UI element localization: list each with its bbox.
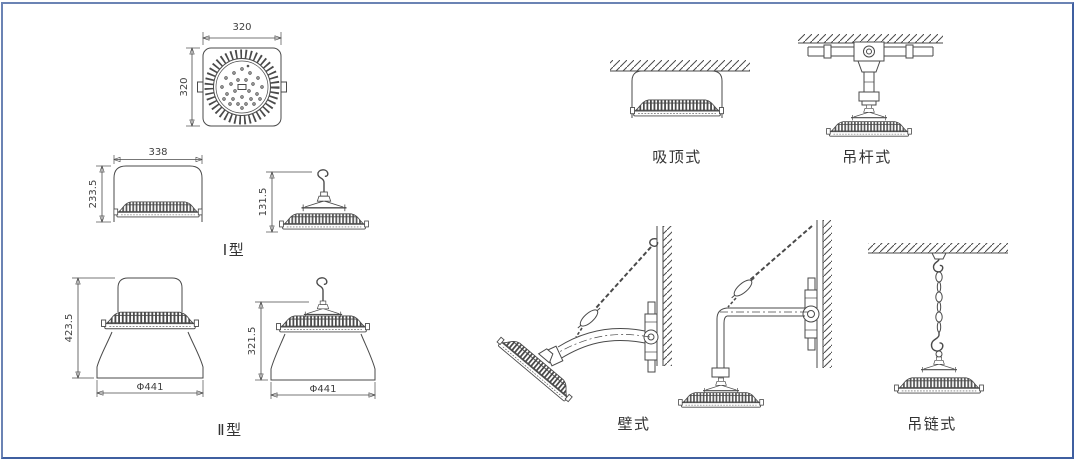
ceiling-hatch (610, 60, 750, 71)
ceiling-hatch (868, 243, 1008, 253)
lens-inner-circle (215, 60, 269, 114)
bottom-hook-icon (930, 332, 944, 352)
turnbuckle (731, 277, 755, 299)
wall-plate (643, 301, 659, 373)
radial-fins-ring (204, 49, 280, 125)
dim-text-233-5: 233.5 (88, 180, 99, 209)
lamp-heatsink (678, 392, 764, 408)
center-plate (237, 84, 247, 90)
wall-arm (551, 328, 651, 360)
dim-text-423-5: 423.5 (64, 314, 75, 343)
lamp-heatsink (276, 315, 370, 333)
type1-hook-drawing: 131.5 (258, 169, 369, 240)
lamp-heatsink (113, 201, 203, 218)
chain-link (575, 327, 583, 338)
rod-mount-drawing (798, 34, 943, 137)
wall-mount-right-drawing (678, 220, 832, 408)
hook-icon (317, 169, 329, 194)
dim-text-320w: 320 (232, 22, 251, 33)
dim-text-338: 338 (148, 147, 167, 158)
support-chain (595, 246, 652, 309)
wall (816, 220, 832, 368)
pendant-rod (858, 72, 880, 106)
dim-text-phi441b: Φ441 (310, 384, 337, 395)
lamp-heatsink (279, 213, 369, 230)
type1-label: Ⅰ型 (222, 242, 246, 259)
hanging-chain (935, 271, 943, 333)
side-tab-left (197, 81, 204, 93)
ceiling-mount-label: 吸顶式 (652, 149, 702, 166)
lamp-heatsink (100, 311, 200, 330)
dim-phi441: Φ441 (97, 380, 203, 397)
dim-text-131-5: 131.5 (258, 188, 269, 217)
ceiling-anchor (931, 252, 947, 260)
wall-plate (802, 277, 820, 351)
wall-arm (716, 307, 810, 368)
led-dots (220, 64, 264, 110)
bell-reflector (96, 331, 204, 379)
dim-423-5: 423.5 (64, 278, 115, 378)
dim-text-321-5: 321.5 (247, 327, 258, 356)
dim-321-5: 321.5 (247, 302, 309, 380)
chain-mount-drawing (868, 243, 1008, 394)
lamp-heatsink (630, 99, 724, 117)
wall-mount-label: 壁式 (617, 416, 651, 433)
lamp-heatsink (826, 121, 912, 137)
mount-bracket (300, 191, 348, 212)
side-tab-right (280, 81, 287, 93)
dim-phi441b: Φ441 (271, 382, 375, 399)
lamp-heatsink (894, 377, 984, 394)
top-hook-icon (932, 258, 944, 273)
type2-front-drawing: 423.5 Φ441 (64, 266, 225, 397)
tilted-lamp (495, 331, 578, 404)
mount-bracket (850, 104, 888, 122)
ceiling-mount-drawing (610, 60, 750, 118)
hook-icon (316, 277, 328, 302)
dim-text-320h: 320 (179, 77, 190, 96)
lifting-eye (935, 350, 943, 358)
type1-front-drawing: 338 233.5 (88, 147, 222, 238)
dim-338: 338 (114, 147, 202, 164)
dim-131-5: 131.5 (258, 172, 312, 232)
top-view-drawing: 320 320 (179, 22, 287, 140)
support-chain (749, 225, 813, 281)
ceiling-junction-box (853, 41, 885, 62)
rod-mount-label: 吊杆式 (842, 149, 892, 166)
wall-mount-left-drawing (495, 226, 672, 404)
dim-text-phi441a: Φ441 (137, 382, 164, 393)
ceiling-hatch (798, 34, 943, 43)
type2-label: Ⅱ型 (217, 422, 243, 439)
dim-233-5: 233.5 (88, 166, 111, 222)
bell-reflector (270, 333, 376, 381)
turnbuckle (577, 307, 601, 329)
dim-top-width: 320 (203, 22, 281, 45)
mount-bracket (702, 377, 740, 395)
arm-coupling (711, 367, 730, 378)
mount-bracket (920, 356, 958, 374)
wall-hook-icon (649, 237, 659, 247)
carry-handle (117, 277, 183, 312)
mount-bracket (303, 300, 343, 319)
rod-flange (857, 60, 881, 73)
dim-left-height: 320 (179, 48, 200, 126)
chain-link (727, 297, 737, 308)
type2-hook-drawing: 321.5 Φ441 (247, 277, 408, 399)
chain-mount-label: 吊链式 (907, 416, 957, 433)
